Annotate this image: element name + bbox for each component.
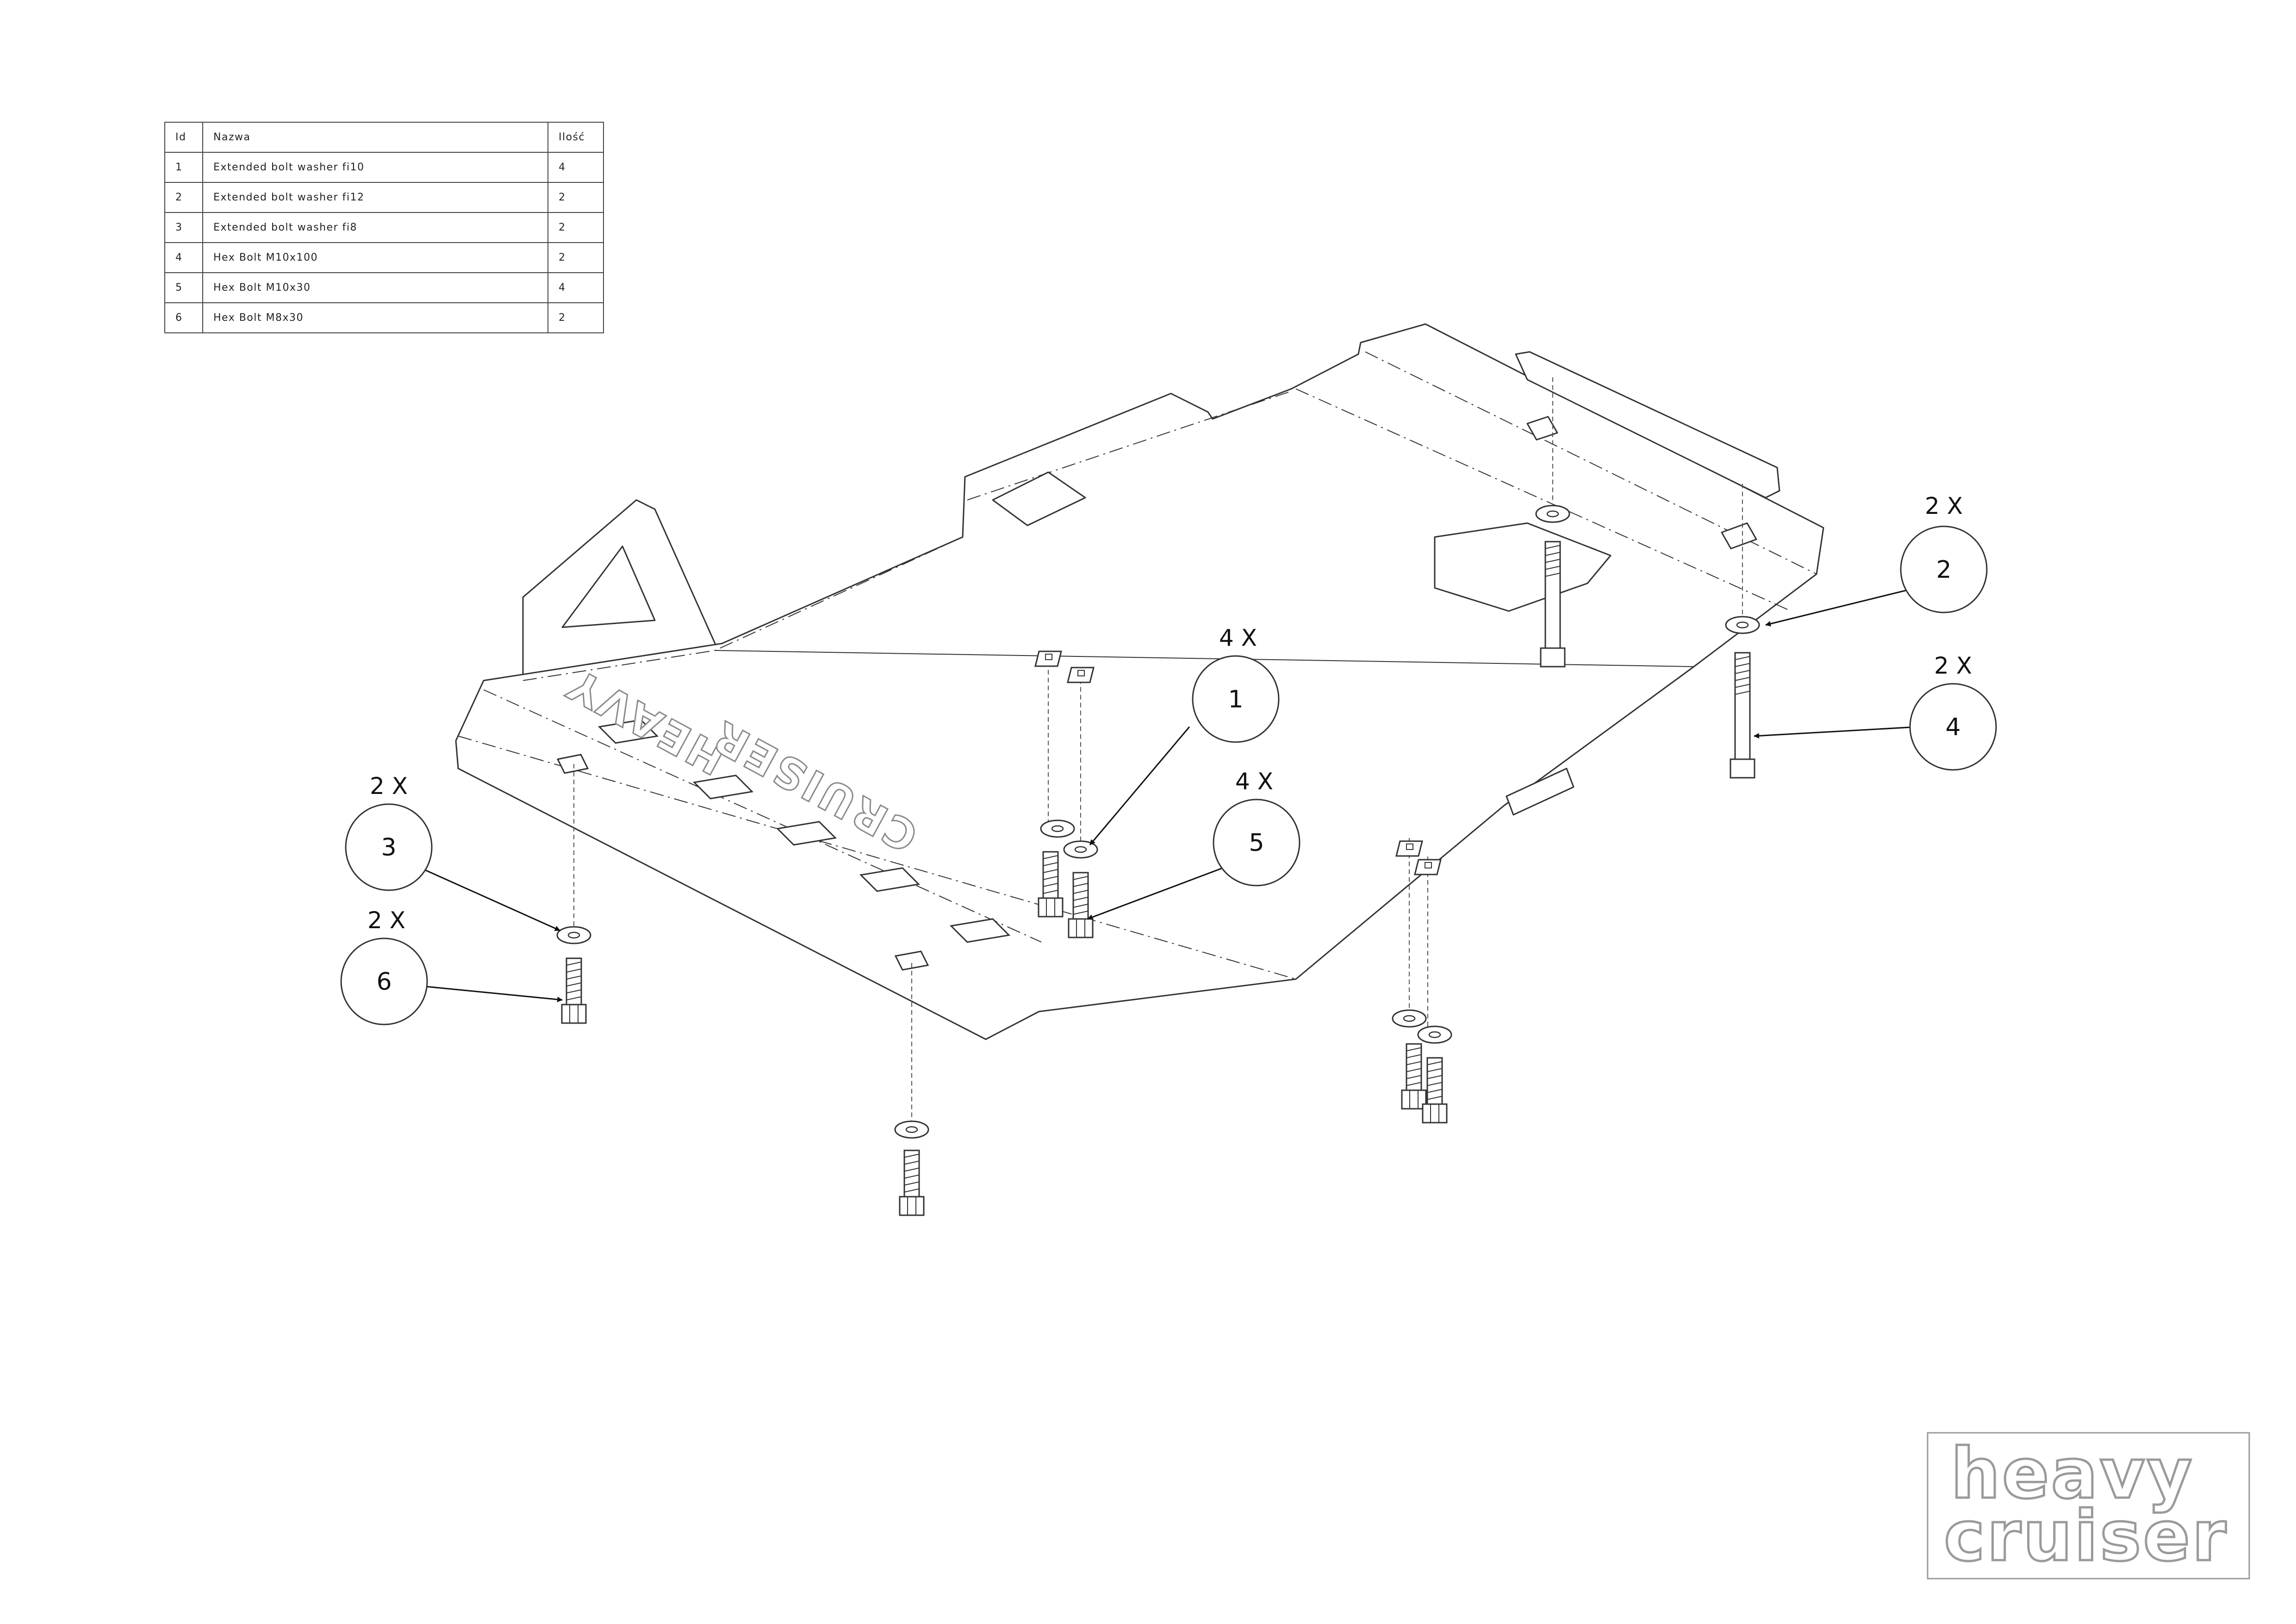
washer-fi12 [1725,616,1760,634]
washer-fi10 [1063,840,1098,859]
row-qty: 2 [548,212,604,243]
row-id: 1 [164,152,203,183]
callout-2: 2 X 2 [1900,493,1988,613]
row-name: Extended bolt washer fi8 [202,212,548,243]
vent-slots [556,719,1011,971]
row-id: 2 [164,182,203,213]
row-name: Hex Bolt M10x30 [202,272,548,303]
callout-number: 6 [376,968,392,996]
table-row: 5 Hex Bolt M10x30 4 [164,272,604,303]
callout-5: 4 X 5 [1213,768,1300,887]
row-id: 6 [164,302,203,333]
skid-plate [455,323,1824,1040]
parts-table-header-row: Id Nazwa Ilość [164,122,604,153]
table-row: 1 Extended bolt washer fi10 4 [164,152,604,183]
callout-qty-label: 2 X [1925,493,1963,519]
callout-4: 2 X 4 [1909,652,1997,771]
row-name: Extended bolt washer fi12 [202,182,548,213]
row-name: Hex Bolt M10x100 [202,242,548,273]
table-row: 2 Extended bolt washer fi12 2 [164,182,604,213]
washer-fi10 [1417,1025,1452,1044]
callout-number: 1 [1228,686,1243,713]
bracket-hole [561,545,656,628]
brand-logo: heavy cruiser [1927,1432,2250,1580]
bolt-m10x100 [1730,652,1755,779]
callout-qty-label: 2 X [1934,652,1972,679]
header-qty: Ilość [548,122,604,153]
right-rail [1515,351,1780,499]
callout-number: 2 [1936,556,1951,584]
table-row: 4 Hex Bolt M10x100 2 [164,242,604,273]
header-id: Id [164,122,203,153]
bolt-m10x100 [1540,541,1566,668]
row-name: Hex Bolt M8x30 [202,302,548,333]
callout-number: 4 [1945,713,1960,741]
row-name: Extended bolt washer fi10 [202,152,548,183]
row-qty: 4 [548,272,604,303]
main-plate [455,323,1824,1040]
washer-fi8 [556,926,591,944]
callout-number: 3 [381,834,396,862]
callout-1: 4 X 1 [1192,625,1280,743]
fasteners [556,505,1760,1216]
callout-qty-label: 4 X [1235,768,1273,795]
table-row: 6 Hex Bolt M8x30 2 [164,302,604,333]
callout-6: 2 X 6 [340,907,428,1025]
callout-qty-label: 2 X [370,773,408,800]
row-qty: 2 [548,242,604,273]
callout-3: 2 X 3 [345,773,433,891]
callout-number: 5 [1249,829,1264,857]
leader-lines [421,587,1919,1002]
bolt-m8x30 [899,1149,925,1216]
washer-fi10 [1392,1009,1427,1028]
assembly-lines [573,377,1743,1125]
bolt-m10x30 [1401,1043,1427,1110]
callout-qty-label: 4 X [1219,625,1257,651]
washer-fi10 [1040,819,1075,838]
bolt-m8x30 [561,957,587,1024]
row-id: 3 [164,212,203,243]
logo-line1: heavy [1951,1434,2194,1514]
header-name: Nazwa [202,122,548,153]
washer-fi8 [894,1120,929,1139]
row-qty: 4 [548,152,604,183]
center-ramp [1434,522,1612,612]
row-qty: 2 [548,302,604,333]
logo-line2: cruiser [1944,1496,2228,1577]
table-row: 3 Extended bolt washer fi8 2 [164,212,604,243]
callout-qty-label: 2 X [367,907,405,934]
row-qty: 2 [548,182,604,213]
parts-list-table: Id Nazwa Ilość 1 Extended bolt washer fi… [164,122,604,333]
row-id: 4 [164,242,203,273]
row-id: 5 [164,272,203,303]
washer-fi12 [1535,505,1570,523]
